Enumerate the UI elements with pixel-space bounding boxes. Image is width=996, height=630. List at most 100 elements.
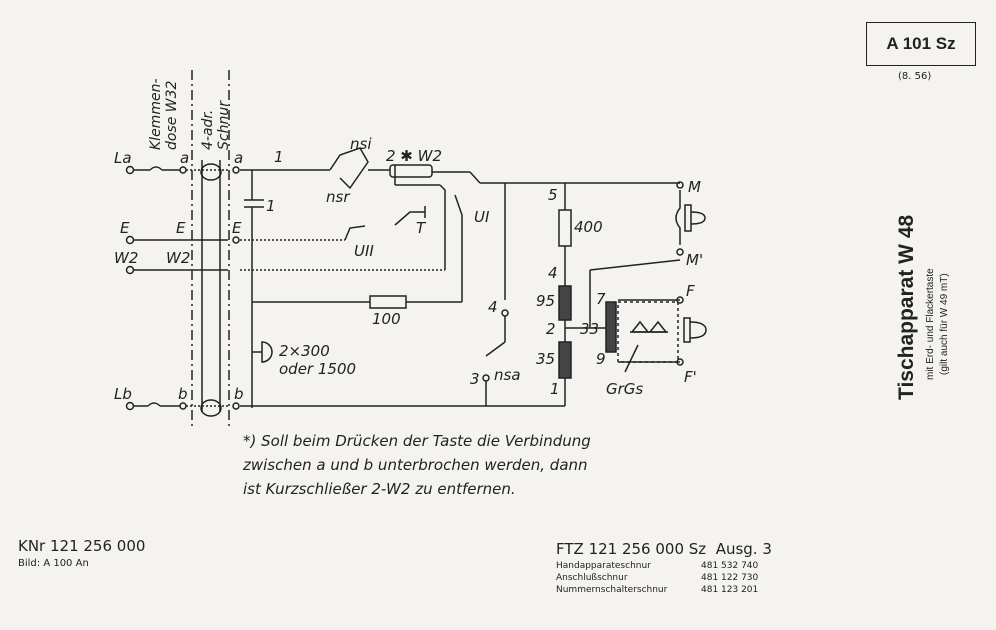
label-5: 5 xyxy=(548,186,558,204)
coil-95 xyxy=(558,285,572,321)
label-w2-contact: 2 ✱ W2 xyxy=(386,147,442,165)
bell xyxy=(261,341,273,363)
label-F-prime: F' xyxy=(684,368,697,386)
receiver xyxy=(675,190,681,245)
switch-nsa xyxy=(485,341,506,357)
label-E: E xyxy=(176,219,186,237)
wire-a xyxy=(469,171,481,184)
cord-value: 481 532 740 xyxy=(701,561,759,571)
switch-ui xyxy=(454,194,463,216)
label-9: 9 xyxy=(596,350,606,368)
wire-a xyxy=(149,166,163,171)
label-nsi: nsi xyxy=(350,135,372,153)
title-sub2: (gilt auch für W 49 mT) xyxy=(939,273,950,375)
terminal-M-prime xyxy=(676,248,684,256)
wire-w2 xyxy=(439,184,446,270)
cord-value: 481 122 730 xyxy=(701,573,759,583)
cord-row: Anschlußschnur 481 122 730 xyxy=(556,573,776,585)
knr-number: KNr 121 256 000 xyxy=(18,537,146,555)
label-cord: 4-adr. Schnur xyxy=(200,101,232,150)
cord-table: Handapparateschnur 481 532 740 Anschlußs… xyxy=(556,561,776,597)
contact-w2 xyxy=(389,164,433,178)
footnote-line-2: zwischen a und b unterbrochen werden, da… xyxy=(243,456,588,474)
terminal-a xyxy=(179,166,187,174)
title-sub1: mit Erd- und Flackertaste xyxy=(925,268,936,380)
label-a: a xyxy=(234,149,243,167)
label-1: 1 xyxy=(550,380,560,398)
label-W2: W2 xyxy=(114,249,138,267)
cord-row: Nummernschalterschnur 481 123 201 xyxy=(556,585,776,597)
wire-coil xyxy=(589,259,681,271)
terminal-W2 xyxy=(125,265,135,275)
terminal-b xyxy=(179,402,187,410)
cord-loop xyxy=(200,163,222,181)
label-7: 7 xyxy=(596,290,606,308)
label-T: T xyxy=(416,219,427,237)
leader-line xyxy=(624,344,639,373)
footnote-line-1: *) Soll beim Drücken der Taste die Verbi… xyxy=(243,432,591,450)
label-a: a xyxy=(180,149,189,167)
terminal-F-prime xyxy=(676,358,684,366)
label-E: E xyxy=(120,219,130,237)
resistor-400 xyxy=(558,209,572,247)
coil-33 xyxy=(605,301,617,353)
label-400: 400 xyxy=(574,218,603,236)
label-UI: UI xyxy=(474,208,490,226)
label-UII: UII xyxy=(354,242,374,260)
label-100: 100 xyxy=(372,310,401,328)
label-4: 4 xyxy=(488,298,498,316)
label-4: 4 xyxy=(548,264,558,282)
key-t xyxy=(394,211,425,226)
terminal-La xyxy=(125,165,135,175)
sheet-code-box: A 101 Sz xyxy=(866,22,976,66)
label-33: 33 xyxy=(580,320,599,338)
label-3: 3 xyxy=(470,370,480,388)
terminal-E xyxy=(125,235,135,245)
label-cap-1: 1 xyxy=(266,197,276,215)
receiver xyxy=(684,204,692,232)
earpiece xyxy=(689,321,707,339)
terminal-E xyxy=(232,236,240,244)
label-F: F xyxy=(686,282,695,300)
rectifier-icon xyxy=(648,320,668,333)
label-Lb: Lb xyxy=(114,385,132,403)
title-main: Tischapparat W 48 xyxy=(895,214,918,400)
switch-uii xyxy=(344,225,366,241)
ftz-number: FTZ 121 256 000 Sz Ausg. 3 xyxy=(556,540,772,558)
label-La: La xyxy=(114,149,132,167)
label-nsa: nsa xyxy=(494,366,521,384)
earpiece xyxy=(683,317,691,343)
label-95: 95 xyxy=(536,292,555,310)
cord-value: 481 123 201 xyxy=(701,585,759,595)
cord-name: Handapparateschnur xyxy=(556,561,651,571)
coil-35 xyxy=(558,341,572,379)
resistor-100 xyxy=(369,295,407,309)
bild-ref: Bild: A 100 An xyxy=(18,558,89,569)
label-b: b xyxy=(178,385,188,403)
receiver xyxy=(690,211,706,225)
sheet-date: (8. 56) xyxy=(898,71,932,82)
label-W2: W2 xyxy=(166,249,190,267)
contact-3 xyxy=(482,374,490,382)
label-GrGs: GrGs xyxy=(606,380,643,398)
terminal-F xyxy=(676,296,684,304)
rectifier-icon xyxy=(630,320,650,333)
terminal-M xyxy=(676,181,684,189)
cord-name: Anschlußschnur xyxy=(556,573,628,583)
label-terminal-block: Klemmen- dose W32 xyxy=(148,78,180,151)
label-2: 2 xyxy=(546,320,556,338)
label-M: M xyxy=(688,178,701,196)
title-block: Tischapparat W 48 mit Erd- und Flackerta… xyxy=(895,210,955,410)
cord-loop xyxy=(200,399,222,417)
label-bell: 2×300 oder 1500 xyxy=(279,342,357,378)
cord-row: Handapparateschnur 481 532 740 xyxy=(556,561,776,573)
label-35: 35 xyxy=(536,350,555,368)
terminal-Lb xyxy=(125,401,135,411)
cord-name: Nummernschalterschnur xyxy=(556,585,668,595)
switch-nsi xyxy=(329,147,369,190)
contact-4 xyxy=(501,309,509,317)
label-b: b xyxy=(234,385,244,403)
label-E: E xyxy=(232,219,242,237)
label-M-prime: M' xyxy=(686,251,703,269)
